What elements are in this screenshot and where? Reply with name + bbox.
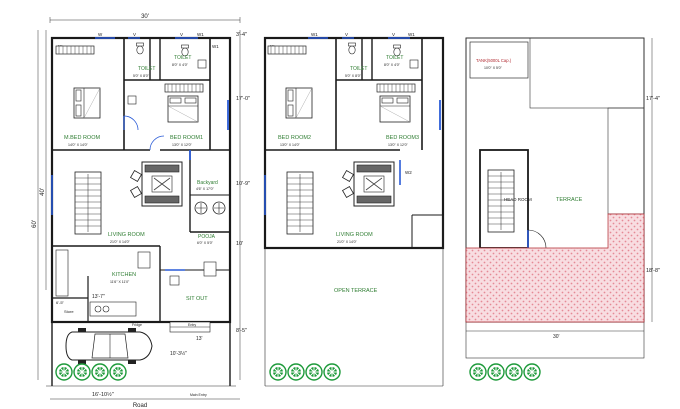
front-trees: [55, 363, 127, 381]
window-tag: W: [98, 32, 103, 37]
room-size: 8'0" X 4'0": [172, 63, 189, 67]
room-size: 13'0" X 12'0": [388, 143, 409, 147]
ground-floor-plan: 30' 60' 40' 3'-4" 17'-0" 10'-9" 10' 8'-5…: [32, 14, 250, 409]
room-label-pooja: POOJA: [198, 234, 216, 240]
room-size: 13'0" X 14'0": [280, 143, 301, 147]
fridge-label: Fridge: [132, 323, 142, 327]
room-label-living: LIVING ROOM: [336, 232, 373, 238]
terrace-floor-plan: TANK(5000L Cap.) 10'0" X 5'0" HEAD ROOM …: [465, 37, 660, 381]
window-tag: V: [133, 32, 136, 37]
dim-left-outer: 40': [40, 188, 46, 196]
first-floor-plan: W1 V V W1 W W2 TOILET 5'0" X 8'0" TOILET…: [263, 32, 445, 387]
road-label: Road: [133, 403, 147, 409]
dim-right-4: 8'-5": [236, 328, 247, 334]
terrace-hatch-area: [465, 213, 645, 323]
dim-right-1: 17'-0": [236, 96, 250, 102]
dim-parking: 10'-3½": [170, 350, 187, 357]
window-tag: W1: [311, 32, 318, 37]
window-tag: W1: [197, 32, 204, 37]
head-room-label: HEAD ROOM: [504, 197, 532, 202]
open-terrace-label: OPEN TERRACE: [334, 288, 378, 294]
dim-bottom: 30': [553, 334, 560, 340]
dim-top-width: 30': [141, 14, 149, 20]
entry-label: Entry: [188, 323, 196, 327]
window-tag: V: [345, 32, 348, 37]
room-label-store: Store: [64, 309, 74, 314]
room-size: 14'0" X 14'0": [68, 143, 89, 147]
dim-stair: 13': [196, 336, 203, 342]
room-label-toilet: TOILET: [386, 55, 403, 61]
dim-right-3: 10': [236, 241, 243, 247]
dim-store: 6'-5": [56, 300, 65, 305]
main-entry-label: Main Entry: [190, 393, 207, 397]
room-label-bedroom2: BED ROOM2: [278, 135, 311, 141]
room-size: 21'0" X 14'0": [110, 240, 131, 244]
room-size: 11'6" X 11'0": [110, 280, 130, 284]
window-tag: W2: [405, 170, 412, 175]
room-size: 4'6" X 17'0": [196, 187, 215, 191]
dim-kitchen-width: 13'-7": [92, 294, 105, 300]
dim-right-bottom: 18'-8": [646, 268, 660, 274]
room-label-toilet: TOILET: [138, 66, 155, 72]
tank-label: TANK(5000L Cap.): [476, 58, 512, 63]
front-trees: [469, 363, 541, 381]
room-size: 6'0" X 5'0": [197, 241, 214, 245]
terrace-label: TERRACE: [556, 197, 583, 203]
dim-left-inner: 60': [32, 220, 38, 228]
room-size: 5'0" X 8'0": [345, 74, 362, 78]
window-tag: W1: [212, 44, 219, 49]
room-size: 21'0" X 14'0": [337, 240, 358, 244]
room-size: 8'0" X 4'0": [384, 63, 401, 67]
room-label-bedroom3: BED ROOM3: [386, 135, 419, 141]
car-icon: [65, 328, 153, 364]
room-label-toilet: TOILET: [350, 66, 367, 72]
room-label-backyard: Backyard: [197, 180, 218, 186]
room-size: 5'0" X 8'0": [133, 74, 150, 78]
room-label-sitout: SIT OUT: [186, 296, 208, 302]
dim-right-2: 10'-9": [236, 181, 250, 187]
room-label-living: LIVING ROOM: [108, 232, 145, 238]
room-label-bedroom1: BED ROOM1: [170, 135, 203, 141]
room-label-toilet: TOILET: [174, 55, 191, 61]
backyard-trees: [194, 201, 226, 215]
dim-right-top: 3'-4": [236, 32, 247, 38]
room-label-master-bedroom: M.BED ROOM: [64, 135, 100, 141]
dim-right-top: 17'-4": [646, 96, 660, 102]
room-label-kitchen: KITCHEN: [112, 272, 136, 278]
window-tag: V: [180, 32, 183, 37]
window-tag: W1: [408, 32, 415, 37]
dim-bottom: 16'-10½": [92, 391, 114, 398]
window-tag: V: [392, 32, 395, 37]
front-trees: [269, 363, 341, 381]
room-size: 13'0" X 12'0": [172, 143, 193, 147]
tank-size: 10'0" X 5'0": [484, 66, 503, 70]
